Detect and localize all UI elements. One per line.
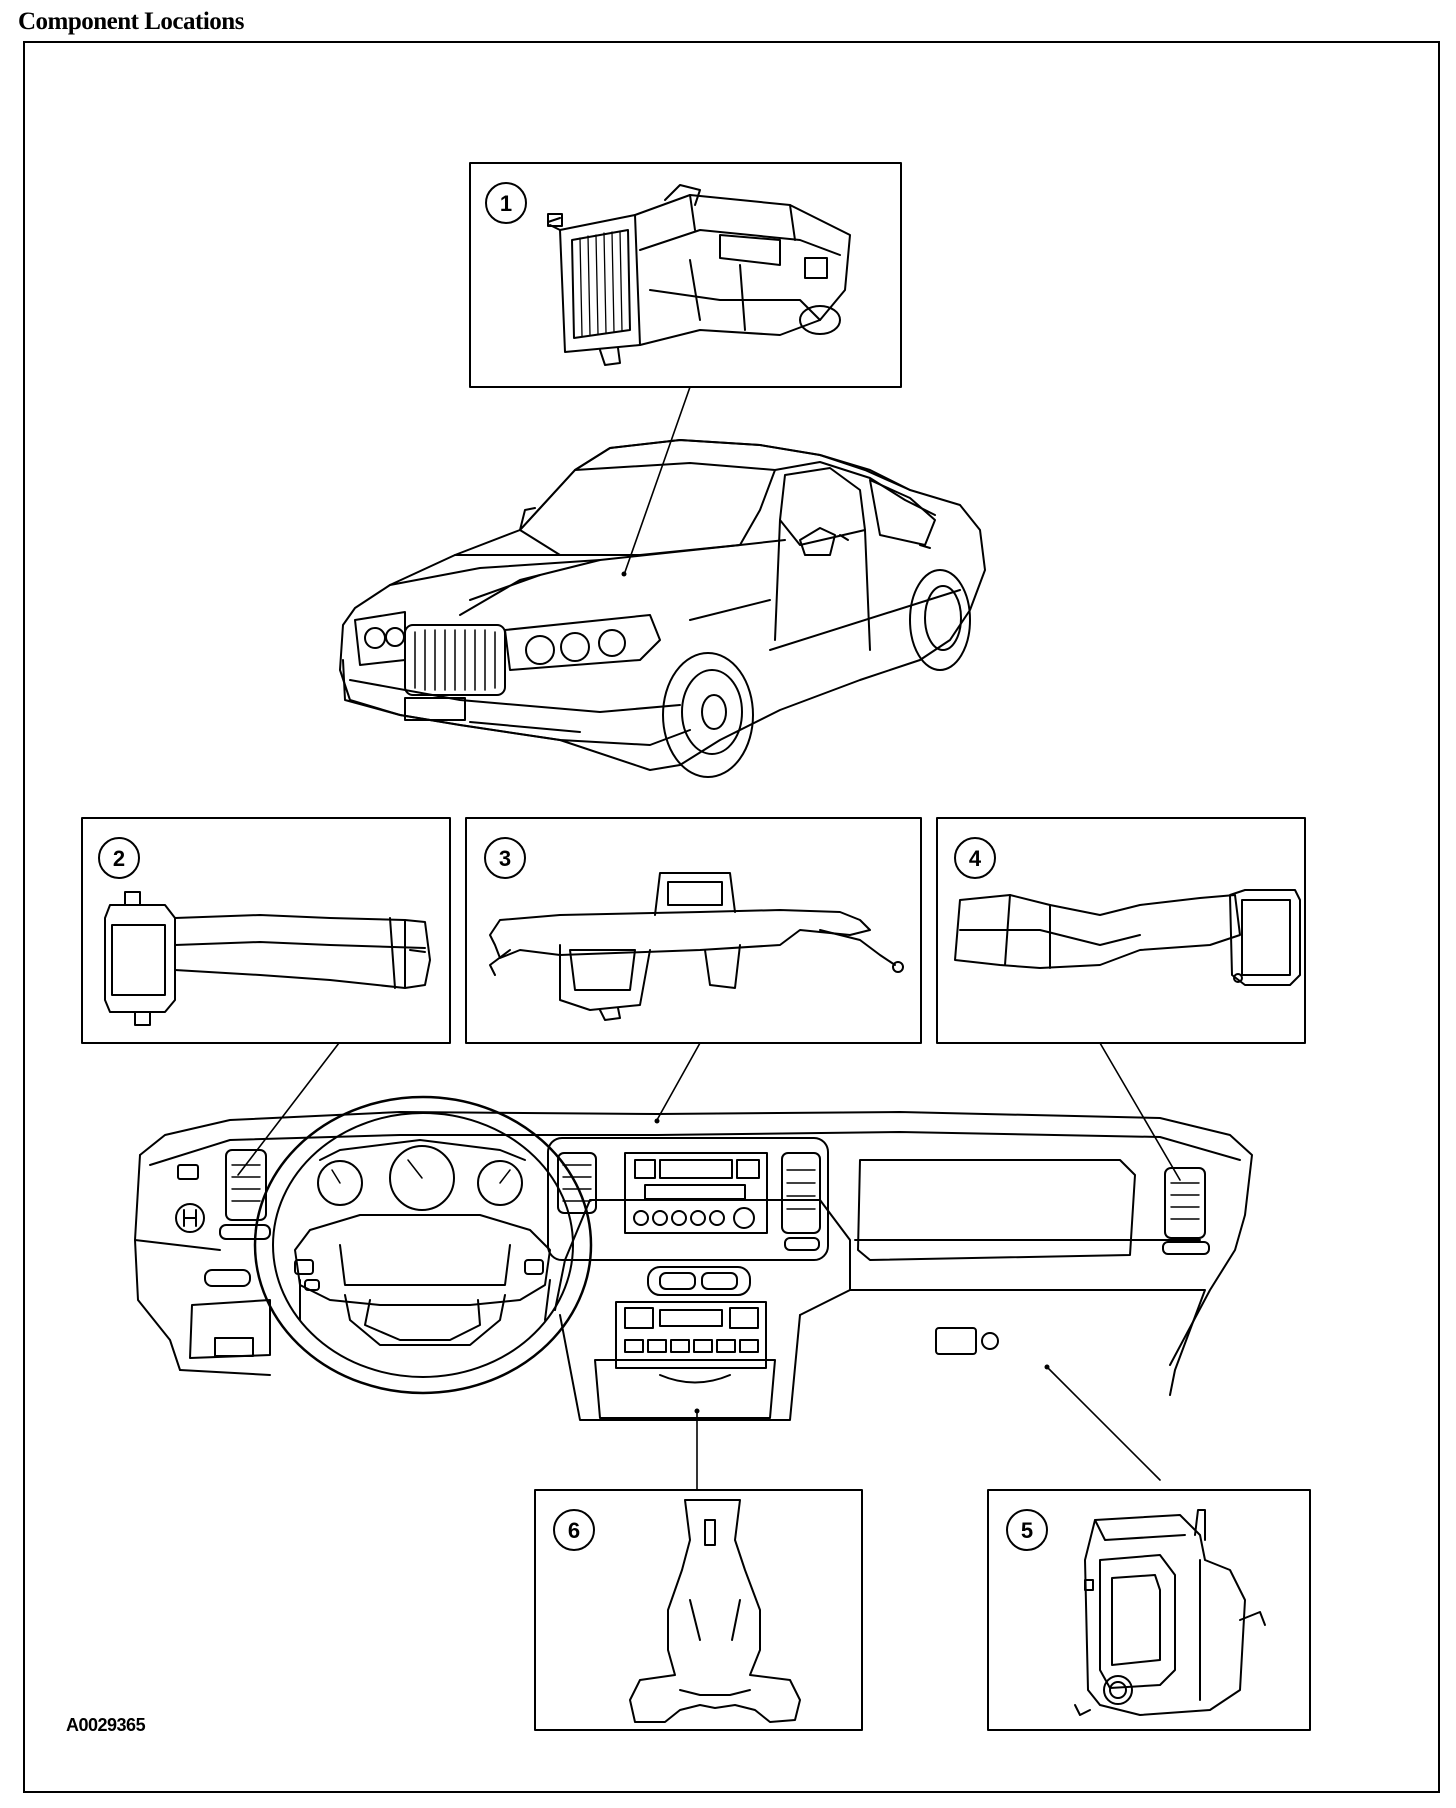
leader-line-1 (624, 386, 691, 573)
inset-3-dash-duct: 3 (465, 817, 922, 1044)
leader-line-2 (237, 1042, 340, 1176)
leader-line-3 (656, 1042, 701, 1121)
inset-4-right-duct: 4 (936, 817, 1306, 1044)
callout-4: 4 (969, 846, 982, 871)
diagram-frame (23, 41, 1440, 1793)
callout-1: 1 (500, 191, 512, 216)
leader-line-4 (1099, 1042, 1181, 1181)
callout-5: 5 (1021, 1518, 1033, 1543)
callout-3: 3 (499, 846, 511, 871)
figure-id: A0029365 (66, 1715, 146, 1735)
leader-line-5 (1046, 1366, 1161, 1481)
inset-2-left-duct: 2 (81, 817, 451, 1044)
page-title: Component Locations (18, 8, 244, 35)
instrument-panel-illustration (134, 1095, 1253, 1421)
vehicle-illustration (339, 439, 986, 778)
inset-5-blower-housing: 5 (987, 1489, 1311, 1731)
callout-6: 6 (568, 1518, 580, 1543)
inset-6-floor-duct: 6 (534, 1489, 863, 1731)
callout-2: 2 (113, 846, 125, 871)
inset-1-heater-core: 1 (469, 162, 902, 388)
